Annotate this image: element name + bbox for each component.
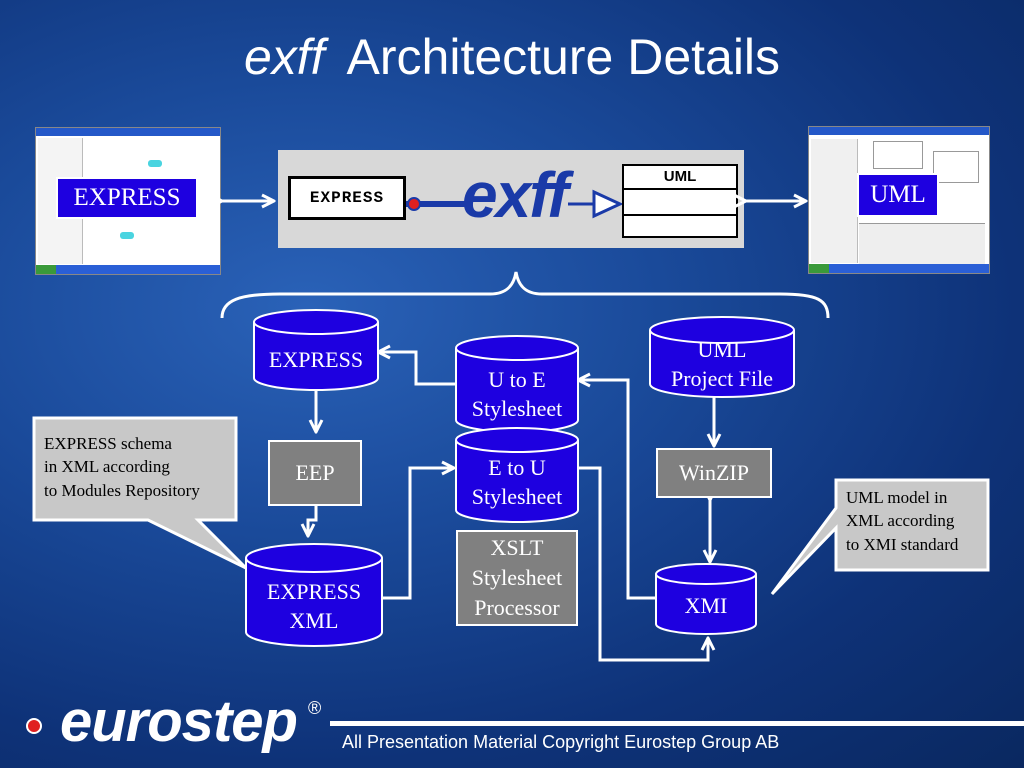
callout-right-text: UML model in XML according to XMI standa… xyxy=(846,488,959,554)
node-e-to-u-line2: Stylesheet xyxy=(471,483,563,509)
uml-label: UML xyxy=(857,173,939,217)
node-express-xml-line1: EXPRESS xyxy=(266,579,362,604)
logo-dot xyxy=(26,718,42,734)
banner-uml-header: UML xyxy=(624,166,736,190)
node-express-xml: EXPRESS XML xyxy=(246,578,382,635)
cylinder-xmi xyxy=(655,563,757,635)
callout-left-text: EXPRESS schema in XML according to Modul… xyxy=(44,434,200,500)
banner-express-box: EXPRESS xyxy=(288,176,406,220)
banner-uml-class: UML xyxy=(622,164,738,238)
title-exff: exff xyxy=(243,29,325,85)
exff-banner: EXPRESS exff UML xyxy=(278,150,744,248)
callout-left-shape xyxy=(32,416,248,570)
arrow-eep-to-expressxml xyxy=(308,506,318,536)
cylinder-express-xml xyxy=(245,543,383,647)
copyright-text: All Presentation Material Copyright Euro… xyxy=(342,732,780,752)
node-e-to-u: E to U Stylesheet xyxy=(456,454,578,511)
slide-title: exff Architecture Details xyxy=(0,28,1024,86)
node-xslt-line2: Stylesheet xyxy=(471,565,563,591)
node-uml-project-line1: UML xyxy=(697,337,747,362)
banner-connector xyxy=(406,189,624,219)
node-uml-project-file: UML Project File xyxy=(650,336,794,393)
cylinder-e-to-u xyxy=(455,427,579,523)
node-uml-project-line2: Project File xyxy=(670,365,774,391)
footer-rule xyxy=(330,721,1024,726)
node-express: EXPRESS xyxy=(268,347,364,372)
node-express-xml-line2: XML xyxy=(289,607,339,633)
callout-right-shape xyxy=(770,478,990,596)
node-xslt-line1: XSLT xyxy=(490,535,544,561)
banner-exff-logo: exff xyxy=(462,159,569,231)
cylinder-u-to-e xyxy=(455,335,579,433)
express-label: EXPRESS xyxy=(56,177,198,219)
node-u-to-e: U to E Stylesheet xyxy=(456,366,578,423)
registered-mark: ® xyxy=(308,698,322,718)
node-e-to-u-line1: E to U xyxy=(488,455,546,480)
uml-screenshot xyxy=(808,126,990,274)
eurostep-logo: eurostep xyxy=(60,689,298,754)
node-xmi: XMI xyxy=(684,593,728,618)
arrow-expressxml-to-etu xyxy=(382,468,454,600)
node-xslt-line3: Processor xyxy=(474,594,560,620)
node-winzip: WinZIP xyxy=(656,448,772,498)
node-eep: EEP xyxy=(268,440,362,506)
arrow-ute-to-express xyxy=(378,352,456,386)
cylinder-uml-project-file xyxy=(649,316,795,398)
grouping-brace xyxy=(220,271,830,319)
arrow-etu-to-xmi xyxy=(578,466,708,662)
arrow-xmi-to-ute xyxy=(578,380,656,600)
node-u-to-e-line1: U to E xyxy=(488,367,546,392)
cylinder-express xyxy=(253,309,379,391)
node-u-to-e-line2: Stylesheet xyxy=(471,395,563,421)
node-xslt-processor: XSLT Stylesheet Processor xyxy=(456,530,578,626)
title-rest: Architecture Details xyxy=(346,29,781,85)
